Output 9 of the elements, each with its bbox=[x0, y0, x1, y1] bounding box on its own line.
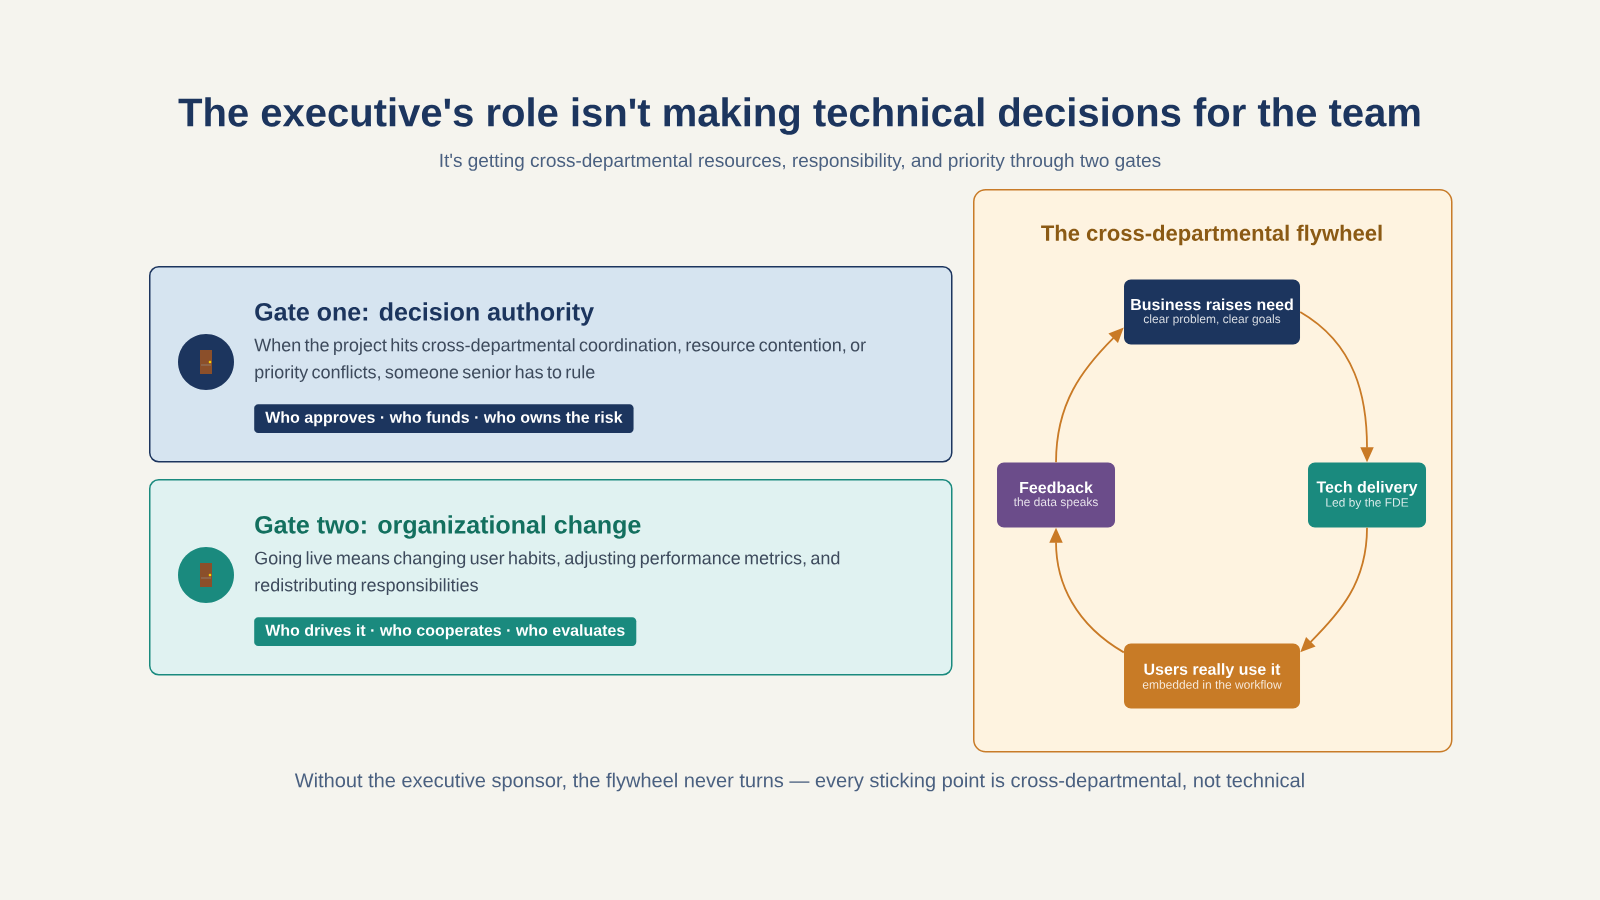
caption: Without the executive sponsor, the flywheel never turns — every sticking point is cross-departmental, not technical bbox=[294, 772, 1304, 792]
subtitle: It's getting cross-departmental resources, responsibility, and priority through two gates bbox=[440, 153, 1161, 171]
step-box: Tech delivery Led by the FDE bbox=[1308, 462, 1426, 528]
step-box: Users really use it embedded in the workflow bbox=[1124, 643, 1300, 709]
tag-pill: Who approves · who funds · who owns the risk bbox=[254, 404, 634, 434]
step-box: Feedback the data speaks bbox=[997, 462, 1115, 528]
step-box: Business raises need clear problem, clear goals bbox=[1124, 279, 1300, 345]
tag-pill: Who drives it · who cooperates · who evaluates bbox=[254, 617, 637, 647]
title: The executive's role isn't making technical decisions for the team bbox=[178, 97, 1420, 135]
